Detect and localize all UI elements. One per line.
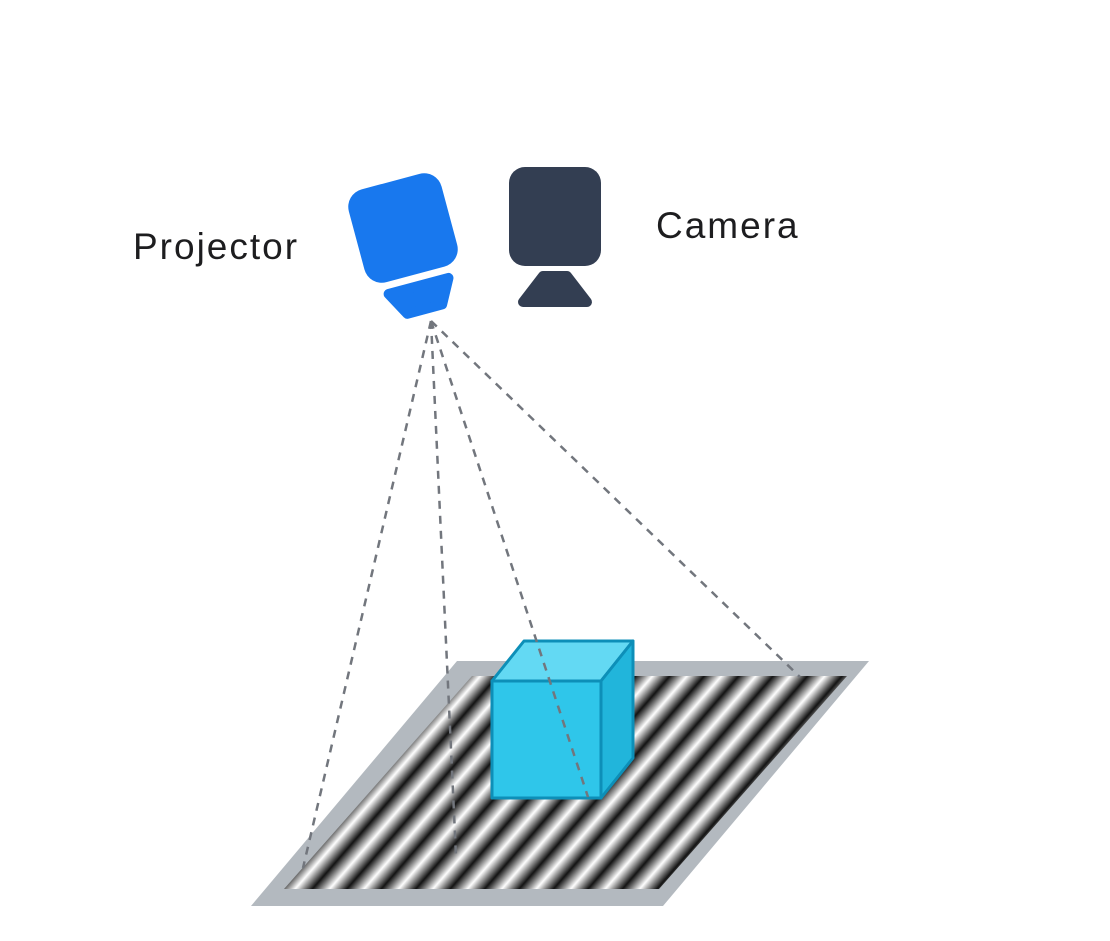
beam-line-left <box>301 320 433 869</box>
camera-icon <box>509 167 601 307</box>
projector-lens <box>383 272 454 319</box>
projector-label: Projector <box>133 226 299 267</box>
projector-icon <box>348 173 458 319</box>
projection-beam-lines <box>301 320 801 869</box>
camera-base <box>518 271 592 307</box>
beam-line-right <box>430 320 801 678</box>
camera-body <box>509 167 601 266</box>
camera-label: Camera <box>656 205 800 246</box>
projector-body <box>348 173 458 283</box>
scanned-object-cube <box>490 639 635 800</box>
cube-front-face <box>490 679 603 800</box>
